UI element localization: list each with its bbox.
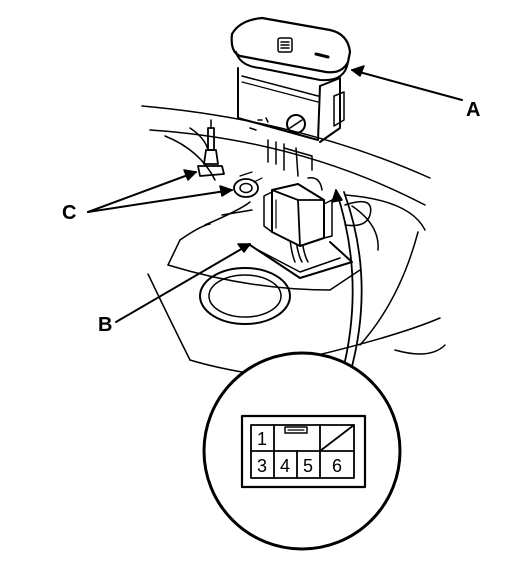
callout-b: B [98,314,113,336]
console-panel [141,105,446,379]
pin-1: 1 [257,429,267,449]
callout-c: C [62,202,77,224]
round-recess [199,267,291,325]
pin-4: 4 [280,456,290,476]
defroster-icon [277,37,293,53]
callout-a: A [466,99,481,121]
switch-assembly [230,16,352,177]
connector-face-inset [202,351,402,551]
connector [263,177,333,247]
leader-lines [87,65,463,375]
pin-5: 5 [303,456,313,476]
clip-pin [197,119,225,177]
pin-6: 6 [332,456,342,476]
panel-opening [249,200,372,279]
clip-nut [233,171,263,198]
pin-3: 3 [257,456,267,476]
